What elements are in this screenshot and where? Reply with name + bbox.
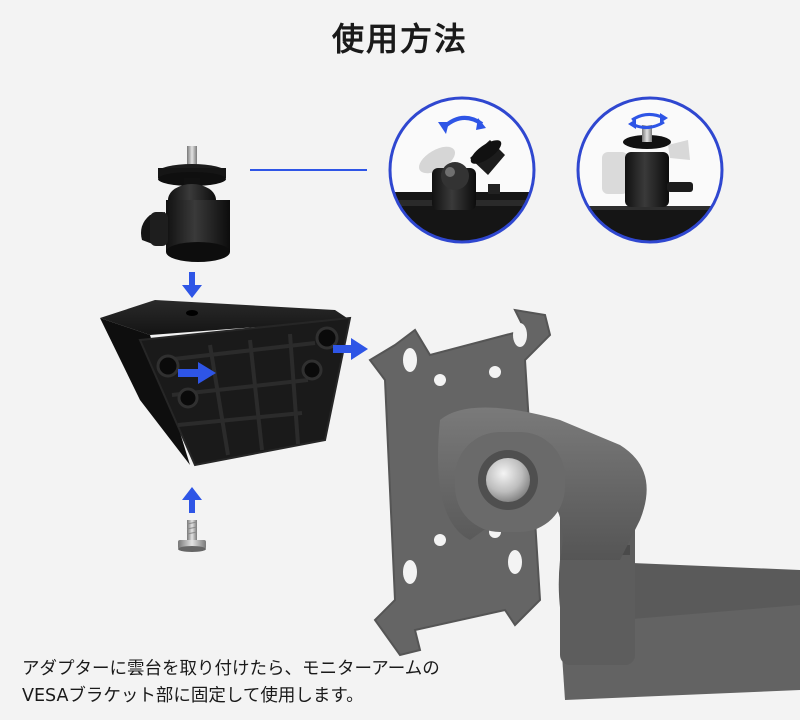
adapter-plate-image <box>100 300 352 467</box>
caption-line-2: VESAブラケット部に固定して使用します。 <box>22 686 364 706</box>
ball-head-image <box>141 146 230 262</box>
swivel-arrows-icon <box>628 113 668 129</box>
swivel-detail-image <box>576 96 724 244</box>
right-arrow-icon <box>333 338 368 360</box>
down-arrow-icon <box>182 272 202 298</box>
caption-line-1: アダプターに雲台を取り付けたら、モニターアームの <box>22 659 440 679</box>
screw-image <box>178 520 206 552</box>
right-arrow-icon <box>178 362 216 384</box>
up-arrow-icon <box>182 487 202 513</box>
rotate-arrows-icon <box>438 116 486 134</box>
description-caption: アダプターに雲台を取り付けたら、モニターアームの VESAブラケット部に固定して… <box>22 656 440 710</box>
tilt-detail-image <box>388 96 536 244</box>
page-title: 使用方法 <box>331 20 468 58</box>
